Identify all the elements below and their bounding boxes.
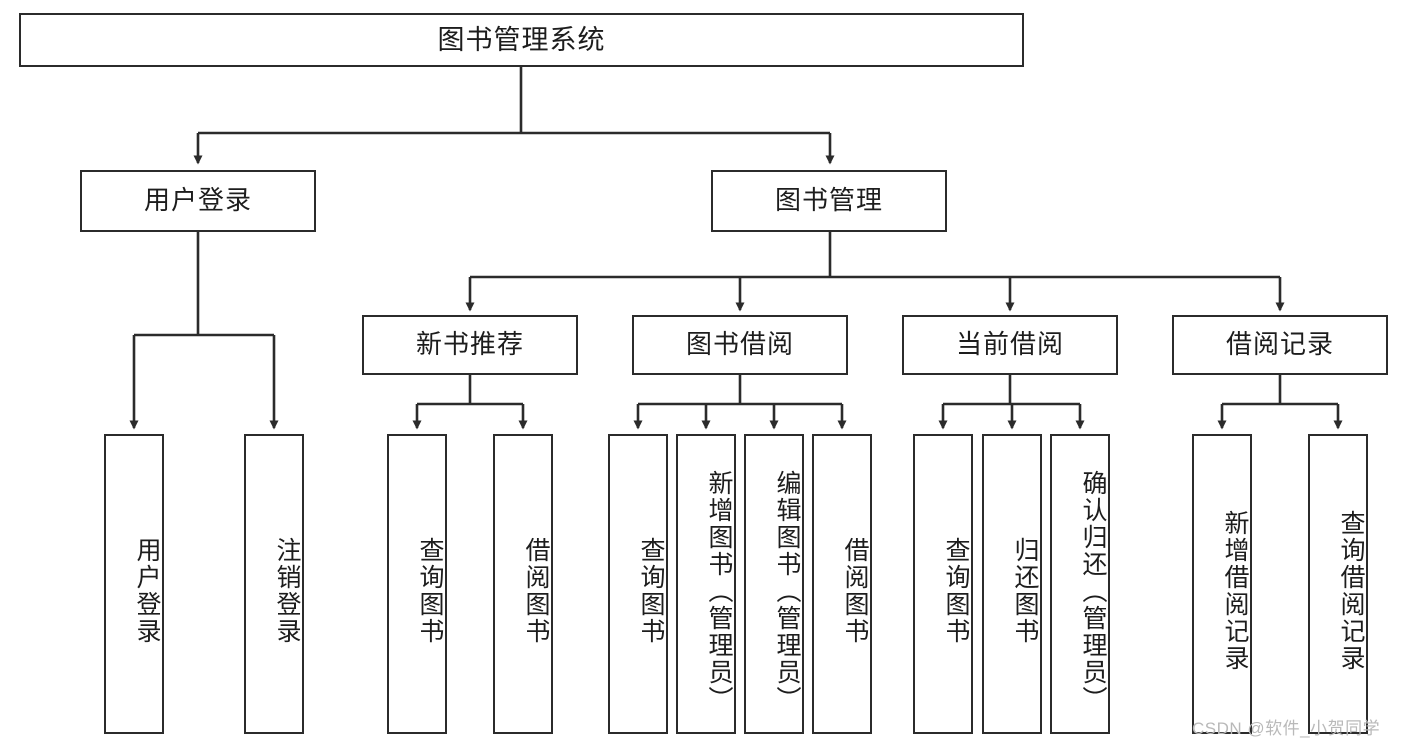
node-root-system[interactable]: 图书管理系统 — [19, 13, 1024, 67]
leaf-query-book-borrow[interactable]: 查询图书 — [608, 434, 668, 734]
node-label: 归还图书 — [1011, 537, 1039, 645]
node-label: 图书借阅 — [685, 329, 794, 360]
leaf-query-book-recommend[interactable]: 查询图书 — [387, 434, 447, 734]
node-label: 图书管理 — [774, 185, 883, 216]
leaf-borrow-book-recommend[interactable]: 借阅图书 — [493, 434, 553, 734]
leaf-edit-book-admin[interactable]: 编辑图书（管理员） — [744, 434, 804, 734]
node-book-management[interactable]: 图书管理 — [711, 170, 947, 232]
leaf-add-borrow-record[interactable]: 新增借阅记录 — [1192, 434, 1252, 734]
node-label: 图书管理系统 — [437, 24, 606, 55]
leaf-confirm-return-admin[interactable]: 确认归还（管理员） — [1050, 434, 1110, 734]
node-new-book-recommend[interactable]: 新书推荐 — [362, 315, 578, 375]
node-current-borrow[interactable]: 当前借阅 — [902, 315, 1118, 375]
node-label: 查询借阅记录 — [1337, 510, 1365, 672]
node-book-borrow[interactable]: 图书借阅 — [632, 315, 848, 375]
leaf-add-book-admin[interactable]: 新增图书（管理员） — [676, 434, 736, 734]
node-label: 借阅记录 — [1225, 329, 1334, 360]
node-label: 查询图书 — [942, 537, 970, 645]
leaf-borrow-book[interactable]: 借阅图书 — [812, 434, 872, 734]
node-label: 注销登录 — [273, 537, 301, 645]
csdn-watermark: CSDN @软件_小贺同学 — [1192, 719, 1381, 738]
node-borrow-record[interactable]: 借阅记录 — [1172, 315, 1388, 375]
leaf-user-login[interactable]: 用户登录 — [104, 434, 164, 734]
leaf-query-borrow-record[interactable]: 查询借阅记录 — [1308, 434, 1368, 734]
node-label: 编辑图书（管理员） — [773, 469, 801, 713]
node-label: 新增借阅记录 — [1221, 510, 1249, 672]
node-label: 借阅图书 — [841, 537, 869, 645]
node-label: 新书推荐 — [415, 329, 524, 360]
leaf-return-book[interactable]: 归还图书 — [982, 434, 1042, 734]
node-label: 借阅图书 — [522, 537, 550, 645]
leaf-query-book-current[interactable]: 查询图书 — [913, 434, 973, 734]
node-user-login[interactable]: 用户登录 — [80, 170, 316, 232]
node-label: 确认归还（管理员） — [1079, 469, 1107, 713]
node-label: 用户登录 — [143, 185, 252, 216]
node-label: 用户登录 — [133, 537, 161, 645]
node-label: 查询图书 — [637, 537, 665, 645]
node-label: 当前借阅 — [955, 329, 1064, 360]
leaf-logout[interactable]: 注销登录 — [244, 434, 304, 734]
node-label: 查询图书 — [416, 537, 444, 645]
node-label: 新增图书（管理员） — [705, 469, 733, 713]
